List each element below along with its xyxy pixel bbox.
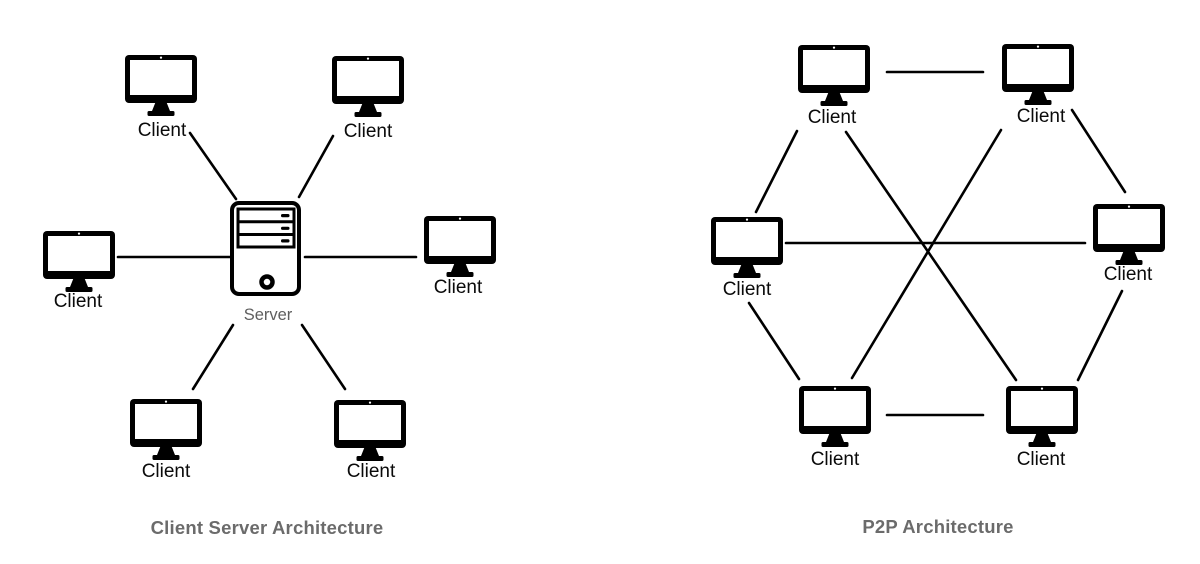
- edge-peer-top-left-bottom-right: [844, 130, 1018, 382]
- desktop-monitor-icon: [798, 45, 870, 106]
- desktop-monitor-icon: [711, 217, 783, 278]
- edge-client-top-right-server: [297, 134, 335, 199]
- edge-client-top-left-server: [188, 131, 238, 201]
- desktop-monitor-icon: [332, 56, 404, 117]
- client-server-diagram-title: Client Server Architecture: [151, 517, 384, 538]
- desktop-monitor-icon: [130, 399, 202, 460]
- peer-label: Client: [811, 449, 860, 470]
- edge-peer-right-bottom-right: [1076, 289, 1124, 382]
- client-server-edges: [116, 131, 418, 391]
- desktop-monitor-icon: [43, 231, 115, 292]
- peer-label: Client: [1017, 106, 1066, 127]
- peer-label: Client: [808, 107, 857, 128]
- p2p-diagram: Client Client Client Client Client Clien…: [711, 44, 1165, 537]
- server-label: Server: [244, 306, 293, 324]
- peer-label: Client: [723, 279, 772, 300]
- edge-peer-left-top-left: [754, 129, 799, 214]
- client-label: Client: [138, 120, 187, 141]
- p2p-edges: [747, 70, 1127, 417]
- desktop-monitor-icon: [1002, 44, 1074, 105]
- client-label: Client: [142, 461, 191, 482]
- desktop-monitor-icon: [334, 400, 406, 461]
- edge-peer-top-right-bottom-left: [850, 128, 1003, 380]
- desktop-monitor-icon: [125, 55, 197, 116]
- edge-client-bottom-left-server: [191, 323, 235, 391]
- peer-label: Client: [1104, 264, 1153, 285]
- client-server-diagram: Client Client Client Client Client Clien…: [43, 55, 496, 538]
- client-label: Client: [344, 121, 393, 142]
- p2p-diagram-title: P2P Architecture: [862, 516, 1013, 537]
- edge-peer-left-bottom-left: [747, 301, 801, 381]
- peer-label: Client: [1017, 449, 1066, 470]
- desktop-monitor-icon: [799, 386, 871, 447]
- desktop-monitor-icon: [1006, 386, 1078, 447]
- edge-peer-top-right-right: [1070, 108, 1127, 194]
- desktop-monitor-icon: [1093, 204, 1165, 265]
- client-label: Client: [54, 291, 103, 312]
- client-label: Client: [347, 461, 396, 482]
- server-tower-icon: [232, 203, 299, 294]
- client-label: Client: [434, 277, 483, 298]
- edge-client-bottom-right-server: [300, 323, 347, 391]
- desktop-monitor-icon: [424, 216, 496, 277]
